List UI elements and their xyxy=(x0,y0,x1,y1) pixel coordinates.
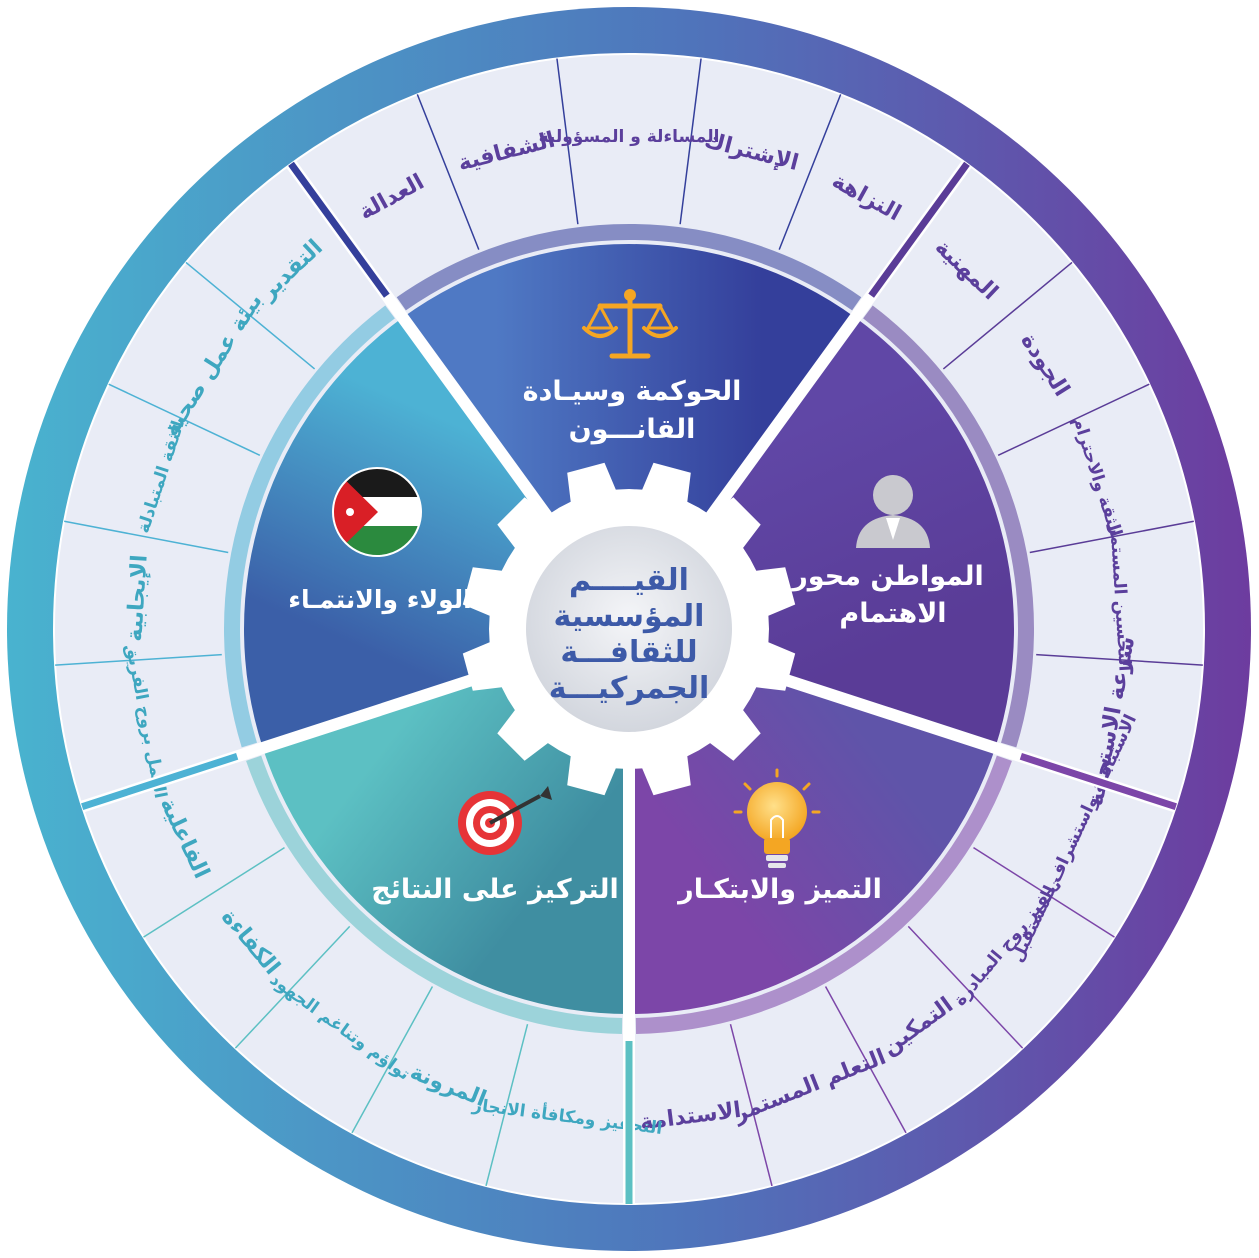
value-separator xyxy=(907,925,1024,1049)
value-separator xyxy=(1029,520,1194,554)
value-separator xyxy=(824,986,907,1134)
sector-title-citizen-1: المواطن محور xyxy=(790,561,983,592)
center-line-3: للثقافـــة xyxy=(560,635,697,670)
value-separator xyxy=(64,520,229,554)
light-bulb-icon xyxy=(733,768,821,868)
sector-title-governance-2: القانـــون xyxy=(569,414,696,445)
value-label-loyalty: الإيجابية xyxy=(122,554,152,642)
sector-divider-accent xyxy=(868,161,970,298)
scales-of-justice-icon xyxy=(582,289,678,359)
value-separator xyxy=(679,58,702,225)
center-line-4: الجمركيـــة xyxy=(549,671,710,706)
sector-rim-loyalty xyxy=(224,305,395,748)
value-separator xyxy=(1036,653,1203,666)
sector-rim-governance xyxy=(396,224,862,311)
value-separator xyxy=(108,383,261,456)
center-disc xyxy=(522,522,736,736)
sector-wedge-results xyxy=(262,666,629,1014)
value-separator xyxy=(556,58,579,225)
value-separator xyxy=(942,261,1073,370)
value-separator xyxy=(997,383,1150,456)
sector-title-citizen-2: الاهتمام xyxy=(839,598,946,629)
target-dart-icon xyxy=(458,786,552,855)
sector-wedge-governance xyxy=(402,243,856,532)
sector-title-loyalty: الولاء والانتمـاء xyxy=(288,585,472,615)
value-separator xyxy=(234,925,351,1049)
sector-rim-results xyxy=(246,755,623,1034)
sector-dividers xyxy=(80,160,1178,1204)
sector-rim-excellence xyxy=(635,755,1012,1034)
value-separator xyxy=(778,94,842,250)
value-separator xyxy=(143,846,285,938)
sector-divider-accent xyxy=(288,161,390,298)
sector-divider-accent xyxy=(81,752,239,811)
value-separator xyxy=(416,94,480,250)
center-line-1: القيــــم xyxy=(569,563,689,598)
jordan-flag-icon xyxy=(332,467,422,557)
value-separator xyxy=(973,846,1115,938)
sector-rim-citizen xyxy=(863,305,1034,748)
sector-divider-accent xyxy=(1019,752,1177,811)
value-separator xyxy=(185,261,316,370)
value-separator xyxy=(55,653,222,666)
value-separator xyxy=(351,986,434,1134)
person-icon xyxy=(856,475,930,548)
value-separator xyxy=(729,1023,773,1187)
sector-title-excellence: التميز والابتكـار xyxy=(676,874,882,905)
sector-title-results: التركيز على النتائج xyxy=(371,874,618,905)
center-line-2: المؤسسية xyxy=(554,599,705,634)
sector-wedge-excellence xyxy=(629,666,996,1014)
value-separator xyxy=(485,1023,529,1187)
sector-title-governance-1: الحوكمة وسيـادة xyxy=(523,376,742,407)
value-label-governance: المساءلة و المسؤولية xyxy=(539,127,720,147)
